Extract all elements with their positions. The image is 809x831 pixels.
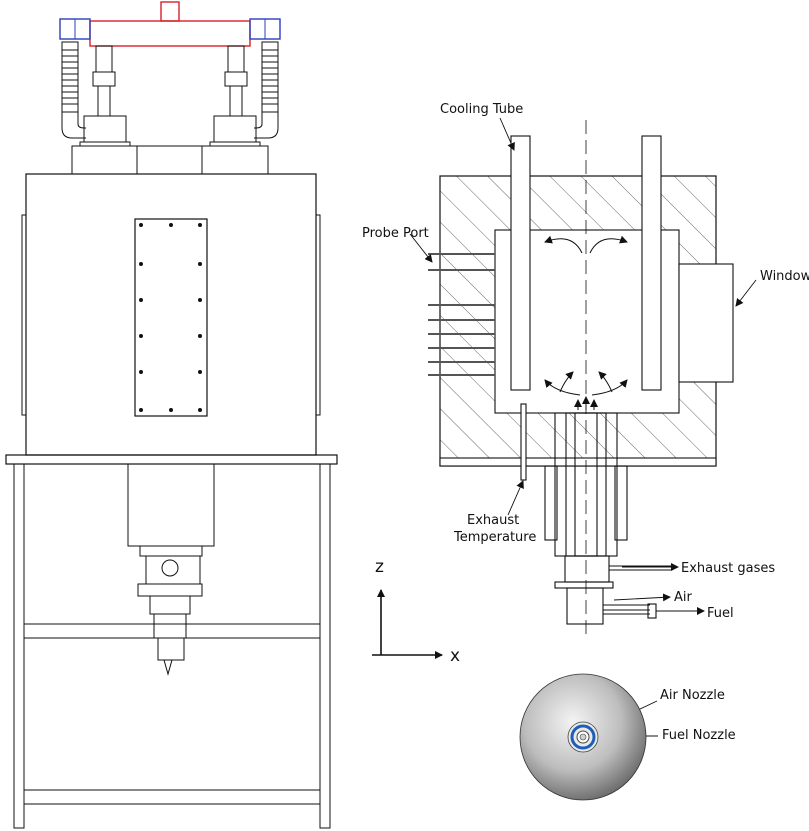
coordinate-axes [372, 589, 443, 659]
label-air: Air [674, 590, 693, 605]
burner-assembly [127, 463, 215, 676]
axis-label-x: x [450, 646, 460, 666]
top-flanges [71, 115, 269, 175]
label-window: Window [760, 269, 809, 284]
probe-ports [428, 253, 495, 376]
manifold-downcomers [92, 45, 248, 117]
bellows-left [61, 41, 86, 139]
label-fuel: Fuel [707, 606, 734, 621]
axis-label-z: z [375, 557, 384, 577]
exhaust-thermocouple [520, 403, 527, 481]
apparatus-drawing [5, 1, 338, 829]
manifold [59, 1, 281, 47]
bellows-right [254, 41, 279, 139]
label-exhaust-gases: Exhaust gases [681, 561, 775, 576]
window [678, 263, 734, 383]
burner-stack [544, 412, 672, 625]
label-exhaust-temperature-1: Exhaust [467, 513, 519, 528]
cooling-tubes [510, 135, 662, 391]
chamber-housing [21, 173, 321, 456]
label-probe-port: Probe Port [362, 226, 429, 241]
cross-section-drawing [409, 117, 757, 740]
label-cooling-tube: Cooling Tube [440, 102, 523, 117]
label-fuel-nozzle: Fuel Nozzle [662, 728, 736, 743]
label-air-nozzle: Air Nozzle [660, 688, 725, 703]
support-frame [5, 454, 338, 829]
flow-arrows [544, 235, 628, 410]
nozzle-dome [519, 673, 647, 801]
label-exhaust-temperature-2: Temperature [453, 530, 536, 545]
access-panel-bolts [139, 223, 202, 412]
